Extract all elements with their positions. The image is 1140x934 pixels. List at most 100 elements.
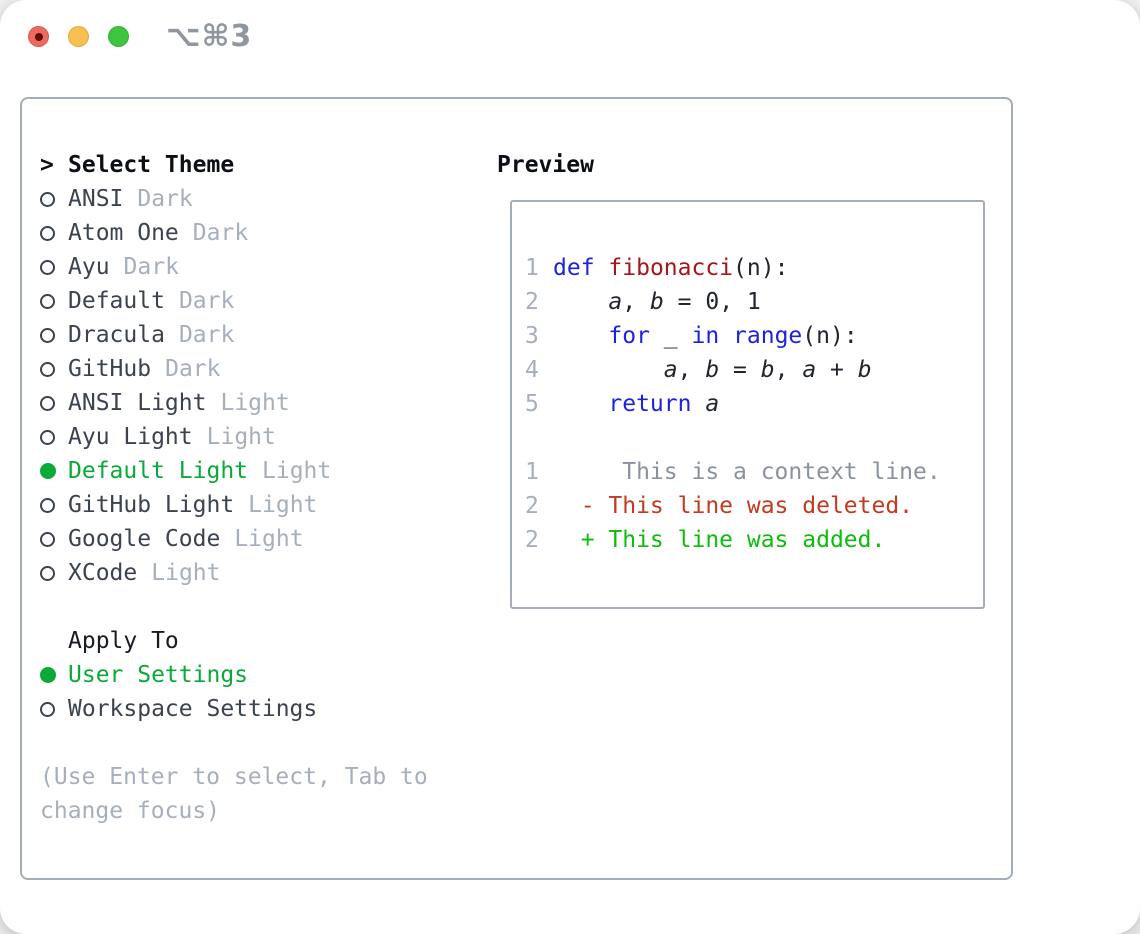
radio-selected-icon [40, 463, 68, 479]
apply-to-header: Apply To [40, 624, 485, 658]
apply-to-option[interactable]: User Settings [40, 658, 485, 692]
code-token: b [649, 289, 664, 315]
code-token: = [719, 357, 761, 383]
option-label: Default Light [68, 458, 249, 484]
theme-option[interactable]: Default Dark [40, 284, 485, 318]
select-theme-title: Select Theme [68, 152, 235, 178]
radio-unselected-icon [40, 191, 68, 207]
option-variant-label: Dark [192, 220, 249, 246]
line-number: 5 [525, 391, 539, 417]
option-label: Default [68, 288, 165, 314]
code-token: b [857, 357, 872, 383]
help-text: (Use Enter to select, Tab to change focu… [40, 764, 442, 824]
option-label: Google Code [68, 526, 221, 552]
code-token: = 0, 1 [663, 289, 761, 315]
code-token [691, 391, 705, 417]
code-token: a [663, 357, 678, 383]
radio-unselected-icon [40, 701, 68, 717]
option-variant-label: Light [262, 458, 332, 484]
preview-code-line: 2 - This line was deleted. [525, 489, 983, 523]
code-token [553, 323, 608, 349]
theme-option[interactable]: ANSI Dark [40, 182, 485, 216]
code-token [553, 391, 608, 417]
code-token: return [608, 391, 692, 417]
option-label: ANSI Light [68, 390, 207, 416]
theme-option[interactable]: ANSI Light Light [40, 386, 485, 420]
apply-to-option[interactable]: Workspace Settings [40, 692, 485, 726]
spacer [40, 590, 485, 624]
line-number: 1 [525, 255, 539, 281]
line-number: 2 [525, 493, 539, 519]
option-label: GitHub Light [68, 492, 235, 518]
line-number: 1 [525, 459, 539, 485]
option-label: XCode [68, 560, 138, 586]
titlebar: ⌥⌘3 [0, 0, 1140, 72]
preview-code-line: 2 a, b = 0, 1 [525, 285, 983, 319]
code-token: This is a context line. [553, 459, 941, 485]
radio-unselected-icon [40, 327, 68, 343]
minimize-button[interactable] [68, 26, 89, 47]
option-variant-label: Dark [178, 288, 235, 314]
code-token: , [774, 357, 803, 383]
code-token [553, 289, 608, 315]
preview-code-line: 1 This is a context line. [525, 455, 983, 489]
option-variant-label: Dark [123, 254, 179, 280]
option-label: User Settings [68, 662, 249, 688]
theme-option[interactable]: Ayu Light Light [40, 420, 485, 454]
apply-to-title: Apply To [68, 628, 179, 654]
radio-unselected-icon [40, 531, 68, 547]
preview-code-line: 3 for _ in range(n): [525, 319, 983, 353]
traffic-lights [28, 26, 129, 47]
code-token: b [760, 357, 775, 383]
option-variant-label: Dark [178, 322, 235, 348]
preview-code-line: 4 a, b = b, a + b [525, 353, 983, 387]
code-token [719, 323, 733, 349]
option-variant-label: Dark [137, 186, 193, 212]
window-title: ⌥⌘3 [166, 19, 253, 54]
option-label: Dracula [68, 322, 165, 348]
option-label: Ayu Light [68, 424, 193, 450]
close-button[interactable] [28, 26, 49, 47]
preview-code-line: 2 + This line was added. [525, 523, 983, 557]
option-label: GitHub [68, 356, 152, 382]
code-token: for [608, 323, 650, 349]
radio-unselected-icon [40, 225, 68, 241]
code-token: + [816, 357, 858, 383]
code-token [553, 357, 664, 383]
line-number: 2 [525, 527, 539, 553]
code-token: a [802, 357, 817, 383]
theme-option[interactable]: Default Light Light [40, 454, 485, 488]
theme-option[interactable]: Atom One Dark [40, 216, 485, 250]
code-token: a [608, 289, 623, 315]
option-label: Atom One [68, 220, 179, 246]
select-theme-header: > Select Theme [40, 148, 485, 182]
option-label: ANSI [68, 186, 124, 212]
line-number: 3 [525, 323, 539, 349]
code-token: - This line was deleted. [553, 493, 914, 519]
preview-code-line [525, 421, 983, 455]
code-token: + This line was added. [553, 527, 886, 553]
radio-unselected-icon [40, 565, 68, 581]
code-token: (n): [802, 323, 858, 349]
theme-option[interactable]: Dracula Dark [40, 318, 485, 352]
zoom-button[interactable] [108, 26, 129, 47]
line-number: 4 [525, 357, 539, 383]
code-token: (n): [733, 255, 789, 281]
option-variant-label: Light [206, 424, 276, 450]
radio-unselected-icon [40, 293, 68, 309]
code-token: range [733, 323, 803, 349]
preview-code-line: 5 return a [525, 387, 983, 421]
option-variant-label: Light [220, 390, 290, 416]
code-token: a [705, 391, 720, 417]
